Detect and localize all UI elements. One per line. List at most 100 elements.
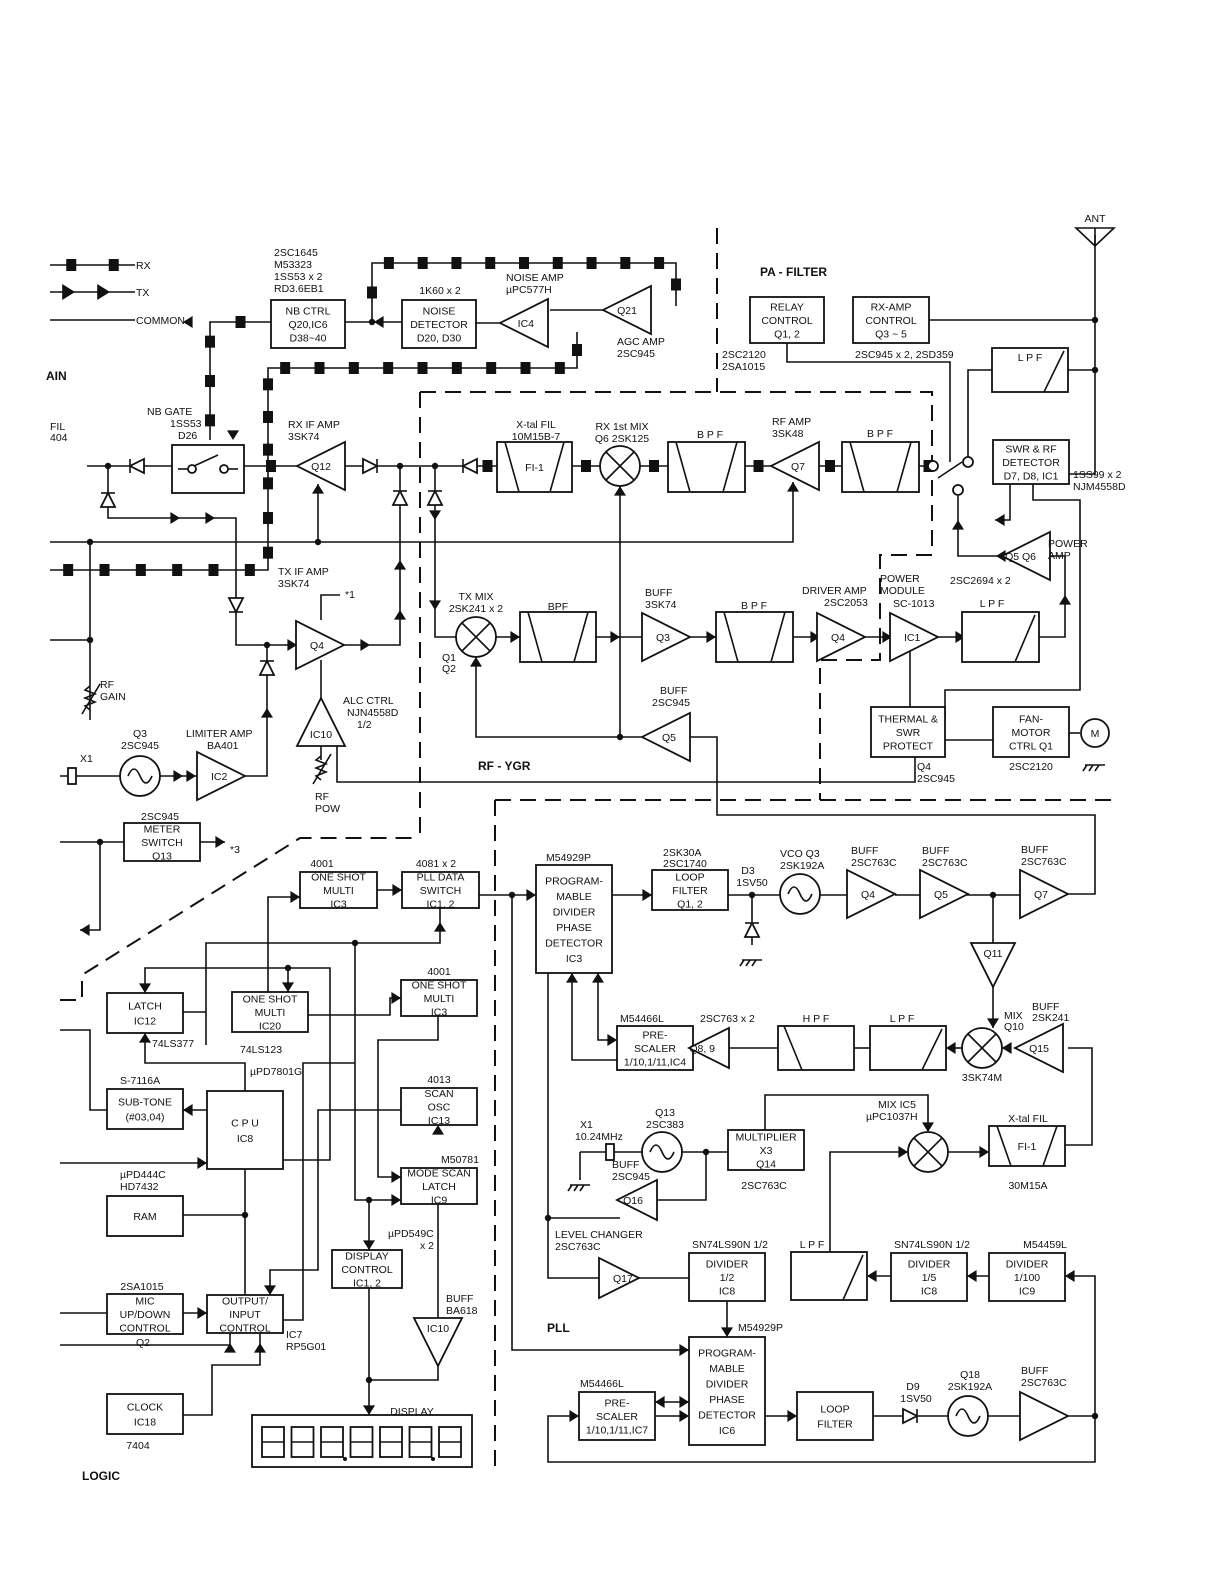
amplifier-icon [598, 1256, 642, 1300]
block-label: METER [144, 824, 181, 836]
arrow-icon [987, 1018, 999, 1028]
block-label: LOOP [820, 1404, 849, 1416]
block-label: MULTI [323, 885, 354, 897]
arrow-icon [432, 1125, 444, 1135]
block-label: DIVIDER [908, 1259, 951, 1271]
amplifier-icon [768, 440, 820, 492]
block-label: 1/2 [720, 1272, 735, 1284]
block-label: Q1, 2 [774, 329, 800, 341]
bpf-tx2-block [715, 611, 794, 663]
antenna-icon [1073, 227, 1117, 248]
bpf-rx1-block [667, 441, 746, 493]
block-label: PROGRAM- [545, 875, 603, 887]
amplifier-label: IC1 [904, 632, 921, 644]
os-c-part-label: 4001 [427, 966, 451, 978]
signal-line [369, 1365, 439, 1381]
buff-ba-label: BUFF [446, 1293, 473, 1305]
junction-dot [96, 838, 104, 846]
block-label: RELAY [770, 302, 804, 314]
div2-part-label: SN74LS90N 1/2 [692, 1239, 768, 1251]
arrow-icon [1065, 1270, 1075, 1282]
block-label: ONE SHOT [243, 994, 298, 1006]
q13-label: Q13 [655, 1107, 675, 1119]
buff-q5-p-label: 2SC945 [652, 697, 690, 709]
block-label: 1/10,1/11,IC7 [586, 1425, 648, 1437]
signal-line [786, 343, 951, 462]
xtal-fil-rx-block: FI-1 [496, 441, 573, 493]
amplifier-label: IC2 [211, 771, 228, 783]
os-a-part-label: 4001 [310, 858, 334, 870]
arrow-icon [290, 891, 300, 903]
arrow-icon [642, 889, 652, 901]
block-label: FI-1 [1018, 1141, 1037, 1153]
block-label: IC8 [719, 1286, 736, 1298]
level2-label: 2SC763C [555, 1241, 601, 1253]
rx-marker [520, 362, 531, 374]
block-label: SCALER [596, 1411, 638, 1423]
x1-pll-label: X1 [580, 1119, 593, 1131]
block-label: THERMAL & [878, 714, 938, 726]
rf-amp-part-label: 3SK48 [772, 428, 804, 440]
amplifier-label: IC4 [518, 318, 535, 330]
variable-resistor-icon [312, 753, 332, 785]
signal-line [1039, 555, 1066, 638]
ram-p1-label: µPD444C [120, 1169, 166, 1181]
alc2-label: NJN4558D [347, 707, 399, 719]
buff-a-label: BUFF [851, 845, 878, 857]
arrow-icon [215, 836, 225, 848]
block-label: IC6 [719, 1425, 736, 1437]
hpf-label: H P F [803, 1013, 830, 1025]
arrow-icon [139, 1033, 151, 1043]
block-label: DIVIDER [706, 1259, 749, 1271]
arrow-icon [434, 922, 446, 932]
oic-p2-label: RP5G01 [286, 1341, 326, 1353]
junction-dot [284, 964, 292, 972]
amplifier-label: Q3 [656, 632, 670, 644]
block-label: DIVIDER [553, 906, 596, 918]
amplifier-label: Q5 [934, 889, 948, 901]
signal-line [655, 1152, 707, 1201]
presc7-part-label: M54466L [580, 1378, 624, 1390]
amplifier-icon [816, 611, 868, 663]
ground-icon [1082, 764, 1105, 772]
rx-marker [649, 460, 659, 472]
amplifier-label: IC10 [310, 729, 332, 741]
rx-marker [586, 257, 597, 269]
amplifier-icon [686, 1026, 730, 1070]
thermal-p1-label: Q4 [917, 761, 931, 773]
arrow-icon [62, 284, 75, 300]
amplifier-label: Q12 [311, 461, 331, 473]
meter-part-label: 2SC945 [141, 811, 179, 823]
rx-marker [451, 257, 462, 269]
arrow-icon [967, 1270, 977, 1282]
diode-icon [258, 658, 276, 676]
amplifier-label: Q8, 9 [689, 1043, 715, 1055]
block-label: D20, D30 [417, 333, 462, 345]
noise-amp-part-label: µPC577H [506, 284, 552, 296]
signal-line [377, 1016, 439, 1178]
signal-line [50, 482, 794, 543]
ground-icon [739, 959, 762, 967]
bpf-tx2-label: B P F [741, 600, 767, 612]
pa-part-label: 2SC2694 x 2 [950, 575, 1011, 587]
swr-p1-label: 1SS99 x 2 [1073, 469, 1122, 481]
rx-marker [266, 460, 276, 472]
pll-label: PLL [547, 1321, 570, 1335]
bpf-rx1-label: B P F [697, 429, 723, 441]
nb-gate-block [171, 444, 245, 494]
buff-d-p-label: 2SC763C [1021, 1377, 1067, 1389]
rx-marker [753, 460, 764, 472]
swr-p2-label: NJM4558D [1073, 481, 1126, 493]
driver-amp-label: DRIVER AMP [802, 585, 867, 597]
rx-marker [135, 564, 146, 576]
logic-label: LOGIC [82, 1469, 120, 1483]
